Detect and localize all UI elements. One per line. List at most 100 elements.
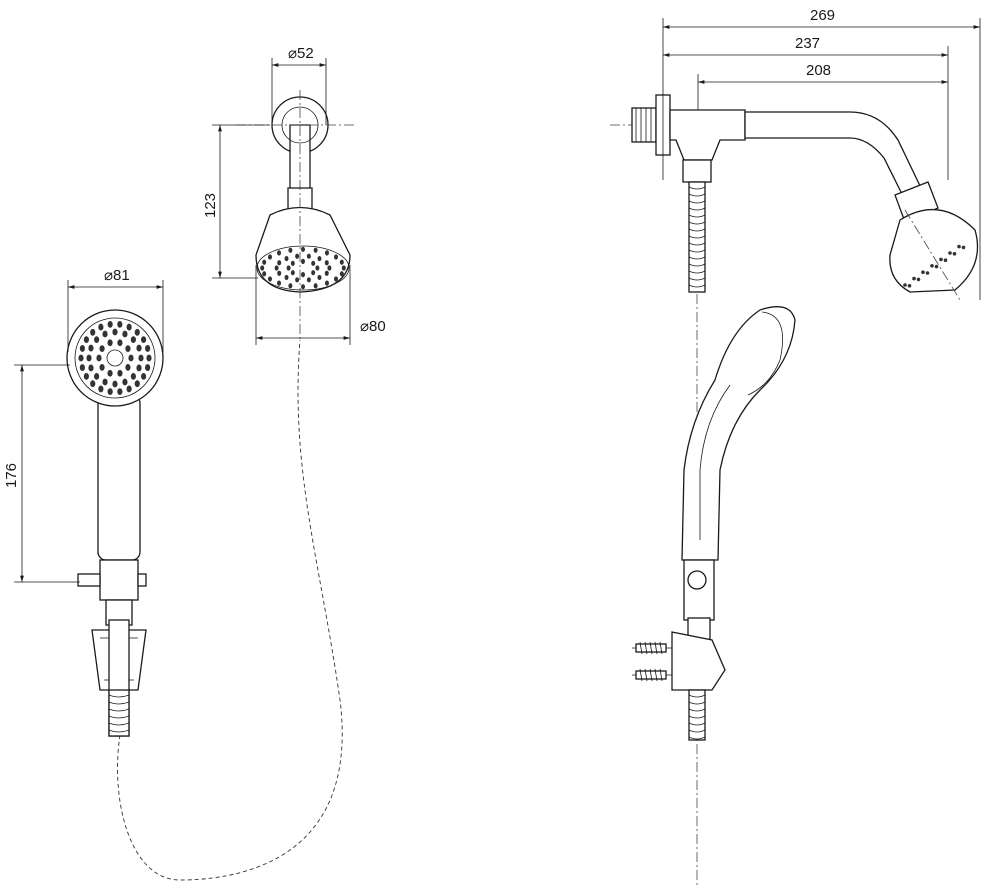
spray-hole xyxy=(334,276,339,282)
spray-hole xyxy=(126,323,132,331)
spray-hole xyxy=(260,265,265,271)
fixed-head-front-view xyxy=(236,90,355,340)
spray-hole xyxy=(301,258,305,264)
spray-hole xyxy=(290,260,295,266)
spray-hole xyxy=(141,336,147,344)
spray-hole xyxy=(96,354,102,362)
dimension-arm-inner-projection: 208 xyxy=(697,62,948,110)
spray-hole xyxy=(943,258,948,263)
spray-hole xyxy=(122,378,128,386)
spray-hole xyxy=(122,330,128,338)
spray-hole xyxy=(301,246,305,252)
spray-hole xyxy=(317,274,322,281)
spray-hole xyxy=(916,277,921,282)
arm-projection-label: 237 xyxy=(795,35,820,52)
spray-hole xyxy=(921,270,925,275)
dimension-hand-diameter: ⌀81 xyxy=(67,267,164,352)
spray-hole xyxy=(315,265,320,271)
spray-hole xyxy=(126,385,132,393)
spray-hole xyxy=(117,388,123,396)
spray-hole xyxy=(130,372,136,380)
arm-height-label: 123 xyxy=(202,193,219,218)
spray-hole xyxy=(301,284,305,290)
spray-hole xyxy=(117,320,123,328)
spray-hole xyxy=(286,265,291,271)
dimension-arm-diameter: ⌀52 xyxy=(271,45,327,125)
spray-hole xyxy=(301,272,305,278)
spray-hole xyxy=(317,255,322,262)
spray-hole xyxy=(313,283,318,289)
spray-hole xyxy=(288,247,293,253)
spray-hole xyxy=(117,369,123,377)
spray-hole xyxy=(903,283,907,287)
spray-hole xyxy=(134,328,140,336)
spray-hole xyxy=(324,250,329,256)
spray-hole xyxy=(262,271,267,277)
spray-hole xyxy=(324,270,329,276)
spray-hole xyxy=(334,254,339,260)
spray-hole xyxy=(284,274,289,281)
spray-hole xyxy=(930,264,934,268)
spray-hole xyxy=(306,277,311,283)
spray-hole xyxy=(274,265,279,271)
spray-hole xyxy=(290,270,295,276)
spray-hole xyxy=(277,260,282,266)
spray-hole xyxy=(146,354,152,362)
spray-hole xyxy=(79,364,85,371)
dimension-head-diameter: ⌀80 xyxy=(255,265,386,345)
spray-hole xyxy=(90,328,96,336)
spray-hole xyxy=(313,247,318,253)
spray-hole xyxy=(88,344,94,352)
spray-hole xyxy=(136,364,142,372)
spray-hole xyxy=(107,339,113,347)
hand-diameter-label: ⌀81 xyxy=(104,267,130,284)
spray-hole xyxy=(128,354,134,362)
spray-hole xyxy=(88,364,94,372)
spray-hole xyxy=(78,354,84,362)
spray-hole xyxy=(98,323,104,331)
spray-hole xyxy=(94,372,100,380)
arm-diameter-label: ⌀52 xyxy=(288,45,314,62)
hand-shower-front-view xyxy=(66,309,343,881)
spray-hole xyxy=(83,372,89,380)
spray-hole xyxy=(306,253,311,259)
spray-hole xyxy=(907,284,912,288)
spray-hole xyxy=(339,271,344,277)
spray-hole xyxy=(83,336,89,344)
spray-hole xyxy=(112,380,118,388)
spray-hole xyxy=(277,270,282,276)
spray-hole xyxy=(339,259,344,265)
spray-hole xyxy=(125,364,131,371)
spray-hole xyxy=(125,345,131,352)
spray-hole xyxy=(311,260,316,266)
head-diameter-label: ⌀80 xyxy=(360,318,386,335)
spray-hole xyxy=(934,264,939,269)
spray-hole xyxy=(341,265,346,271)
spray-hole xyxy=(138,354,144,362)
spray-hole xyxy=(324,260,329,266)
spray-hole xyxy=(952,252,957,256)
side-view-hand-shower xyxy=(632,306,796,741)
dimension-arm-height: 123 xyxy=(202,124,270,279)
side-view-assembly xyxy=(610,94,979,885)
spray-hole xyxy=(288,283,293,289)
spray-hole xyxy=(284,255,289,262)
spray-hole xyxy=(134,380,140,388)
spray-hole xyxy=(102,330,108,338)
spray-hole xyxy=(94,336,100,344)
spray-hole xyxy=(939,257,943,262)
spray-hole xyxy=(267,276,272,282)
spray-hole xyxy=(948,251,952,255)
spray-hole xyxy=(136,344,142,352)
dimension-total-projection: 269 xyxy=(662,7,981,300)
spray-hole xyxy=(912,276,916,281)
spray-hole xyxy=(267,254,272,260)
spray-hole xyxy=(262,259,267,265)
spray-hole xyxy=(79,345,85,352)
spray-hole xyxy=(961,245,966,250)
dimension-arm-projection: 237 xyxy=(663,35,949,180)
spray-hole xyxy=(102,378,108,386)
spray-hole xyxy=(295,277,300,283)
spray-hole xyxy=(324,280,329,286)
